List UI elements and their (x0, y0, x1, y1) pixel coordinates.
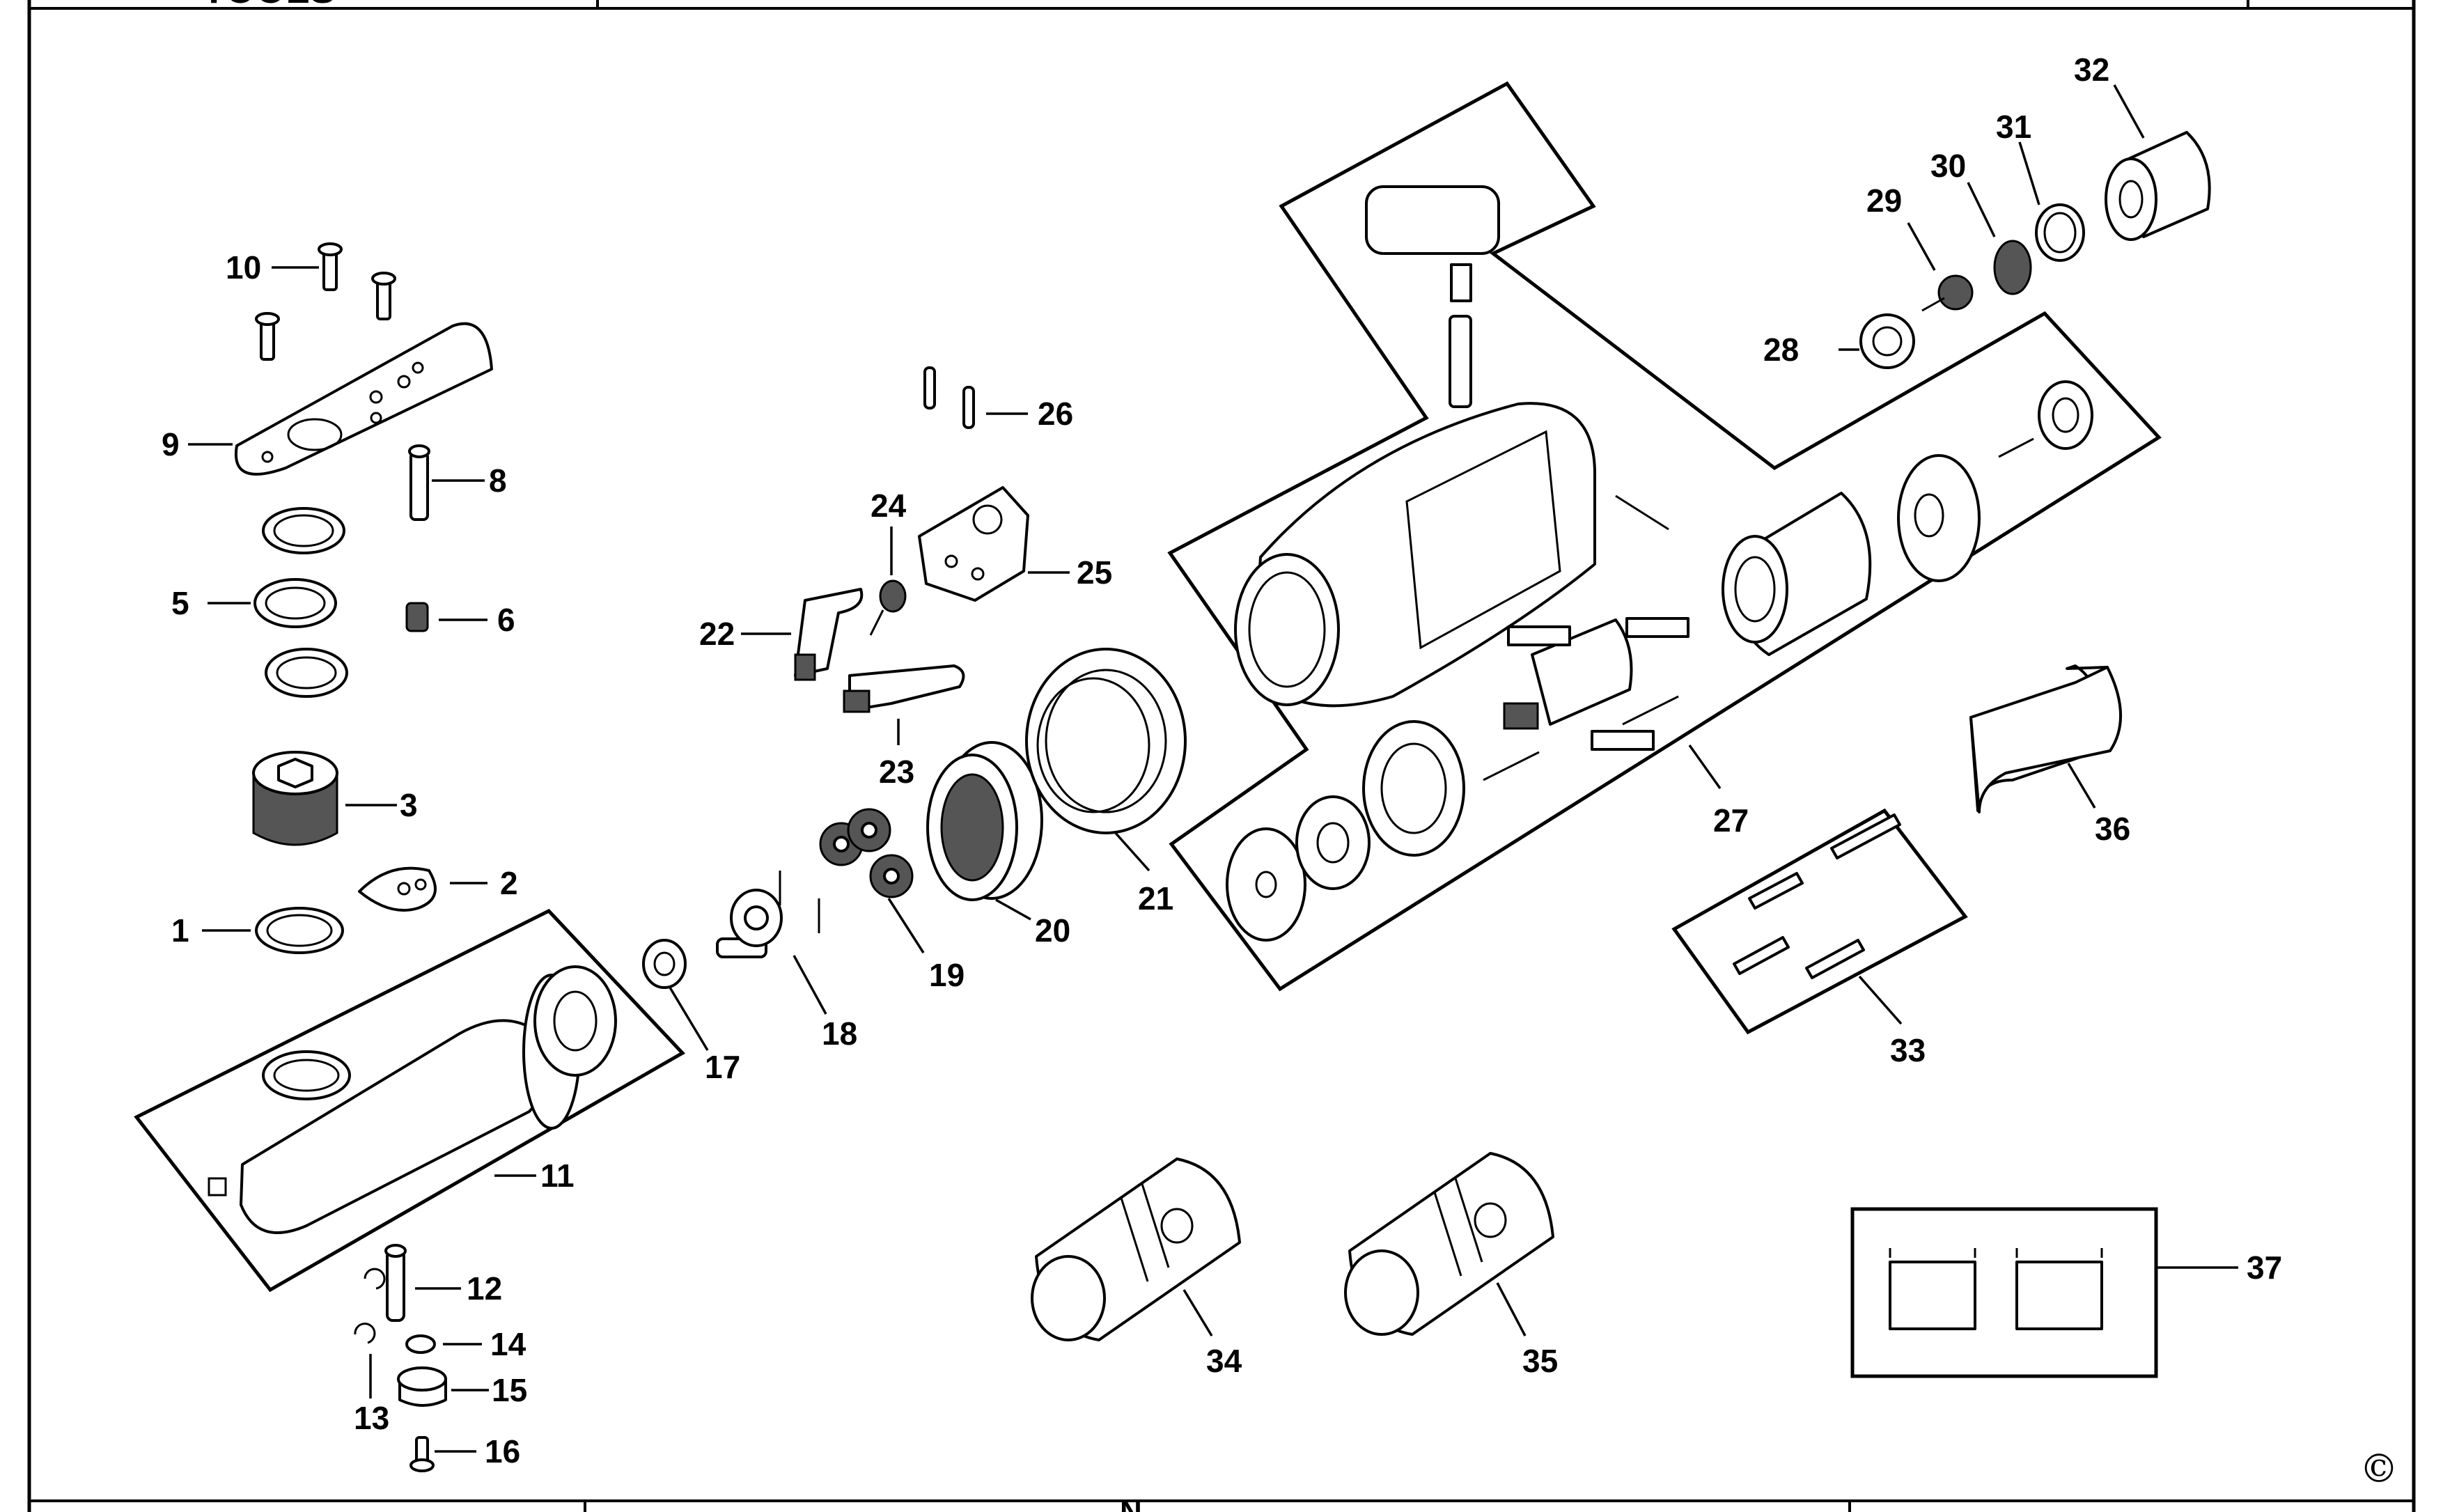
part-16-screw (409, 1436, 435, 1472)
callout-9: 9 (162, 426, 180, 462)
part-18-crankshaft (716, 871, 820, 958)
part-15-reverse-knob (397, 1366, 447, 1407)
part-32-inlet-fitting (2105, 131, 2211, 241)
part-27-rear-bearing (2038, 380, 2093, 450)
part-27-cylinder (1722, 492, 1872, 656)
callout-25: 25 (1077, 554, 1112, 591)
logo-fragment: TOOLS (202, 0, 336, 11)
callout-3: 3 (400, 787, 418, 823)
leader-lines (188, 84, 2238, 1453)
callout-8: 8 (489, 462, 507, 499)
part-36-instruction-sheet (1969, 664, 2122, 813)
callout-31: 31 (1996, 109, 2031, 145)
callout-18: 18 (822, 1015, 857, 1052)
part-9-top-plate (234, 322, 493, 476)
part-3-drive-anvil (252, 751, 338, 846)
kit-box-37 (1850, 1207, 2158, 1378)
part-1-washer (255, 907, 344, 954)
copyright-mark: © (2359, 1447, 2398, 1492)
part-31-o-ring (2035, 203, 2085, 262)
callout-13: 13 (354, 1400, 389, 1436)
part-34-adapter (1031, 1158, 1241, 1341)
callout-10: 10 (226, 249, 261, 286)
callout-2: 2 (500, 865, 518, 901)
part-33-vanes (1733, 813, 1901, 979)
callout-35: 35 (1522, 1343, 1558, 1379)
callout-28: 28 (1763, 332, 1799, 368)
part-20-ring-gear (926, 741, 1043, 901)
callout-34: 34 (1206, 1343, 1242, 1379)
callout-11: 11 (540, 1158, 575, 1194)
housing-group-box-11 (134, 908, 685, 1293)
part-14-washer (405, 1334, 436, 1354)
part-27-motor-housing (1234, 185, 1596, 708)
callout-21: 21 (1138, 880, 1173, 917)
part-37-kit-contents (1889, 1248, 2103, 1330)
callout-24: 24 (871, 488, 907, 524)
part-28-washer (1859, 313, 1915, 369)
part-12-pin (364, 1244, 407, 1322)
callout-6: 6 (497, 602, 515, 638)
part-27-end-plate (1897, 454, 1981, 582)
part-30-spring (1993, 240, 2032, 295)
callout-32: 32 (2074, 52, 2109, 88)
blades-group-box-33 (1671, 808, 1968, 1035)
part-5-wave-washers (253, 507, 348, 698)
callout-36: 36 (2095, 811, 2130, 847)
part-21-ring-nut (1025, 648, 1187, 834)
callout-23: 23 (879, 754, 914, 790)
callout-16: 16 (485, 1433, 520, 1470)
part-8-pawl-pin (408, 444, 430, 521)
motor-group-box-27 (1167, 81, 2162, 992)
callout-26: 26 (1038, 396, 1073, 432)
part-25-clutch-block (918, 486, 1029, 602)
callout-20: 20 (1035, 912, 1070, 949)
callout-14: 14 (490, 1326, 526, 1362)
callout-15: 15 (492, 1372, 527, 1408)
part-13-e-clip (354, 1323, 376, 1344)
title-fragment: N (1120, 1495, 1142, 1512)
callout-29: 29 (1866, 182, 1902, 219)
part-24-spring (869, 579, 907, 636)
callout-1: 1 (171, 912, 189, 949)
part-35-adapter (1344, 1152, 1554, 1336)
part-23-pawl (843, 664, 965, 713)
callout-22: 22 (699, 616, 735, 652)
part-10-screws (255, 242, 396, 361)
part-22-pawl (794, 588, 864, 681)
callout-27: 27 (1713, 802, 1749, 839)
part-19-planet-gears (819, 808, 914, 898)
callout-5: 5 (171, 585, 189, 621)
callout-33: 33 (1890, 1032, 1926, 1068)
callout-37: 37 (2247, 1249, 2282, 1286)
callout-19: 19 (929, 957, 965, 993)
callout-12: 12 (467, 1270, 502, 1307)
part-17-bearing (642, 939, 687, 989)
part-2-pawl-plate (358, 866, 437, 912)
part-26-pins (923, 366, 975, 429)
sheet-frame (27, 0, 2416, 1512)
part-29-valve (1921, 274, 1974, 312)
callout-17: 17 (705, 1049, 740, 1085)
part-27-rotor (1503, 617, 1689, 751)
part-6-spring (405, 602, 429, 632)
callout-30: 30 (1930, 148, 1966, 184)
part-11-head-housing (208, 965, 617, 1234)
part-27-front-parts (1226, 437, 2034, 942)
